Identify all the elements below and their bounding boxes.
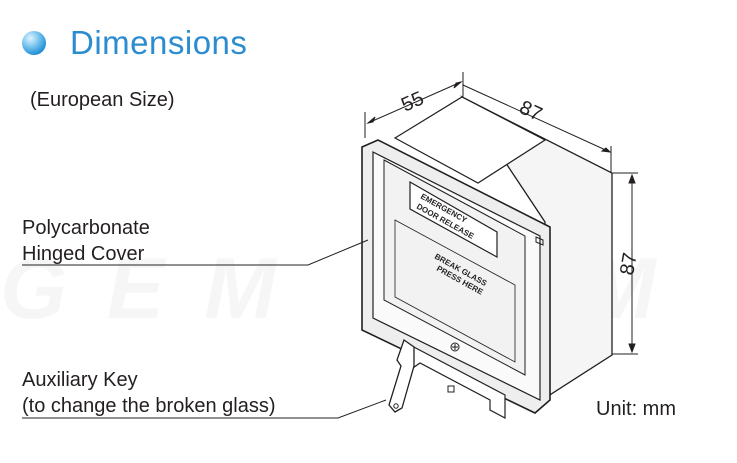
depth-dimension-text: 55 (398, 87, 427, 116)
page-title: Dimensions (70, 24, 248, 61)
cover-label: Polycarbonate Hinged Cover (22, 215, 150, 267)
height-dimension-line (612, 172, 638, 355)
box-top (393, 96, 547, 184)
auxiliary-key-icon (388, 338, 415, 413)
key-label-line1: Auxiliary Key (22, 369, 138, 391)
cover-leader-line (22, 239, 369, 266)
cover-label-line1: Polycarbonate (22, 217, 150, 239)
title-row: Dimensions (22, 18, 247, 68)
screw-icon (450, 342, 460, 352)
key-leader-line (22, 399, 387, 419)
cover-label-line2: Hinged Cover (22, 243, 145, 265)
key-label-line2: (to change the broken glass) (22, 395, 276, 417)
width-dimension-text: 87 (516, 97, 545, 126)
key-label: Auxiliary Key (to change the broken glas… (22, 367, 276, 419)
blue-sphere-bullet-icon (22, 31, 46, 55)
label-plate (409, 180, 498, 259)
unit-label: Unit: mm (596, 398, 676, 420)
glass-pane (394, 219, 516, 363)
box-side (460, 95, 613, 400)
size-subtitle: (European Size) (30, 89, 175, 111)
height-dimension-text: 87 (616, 251, 642, 277)
